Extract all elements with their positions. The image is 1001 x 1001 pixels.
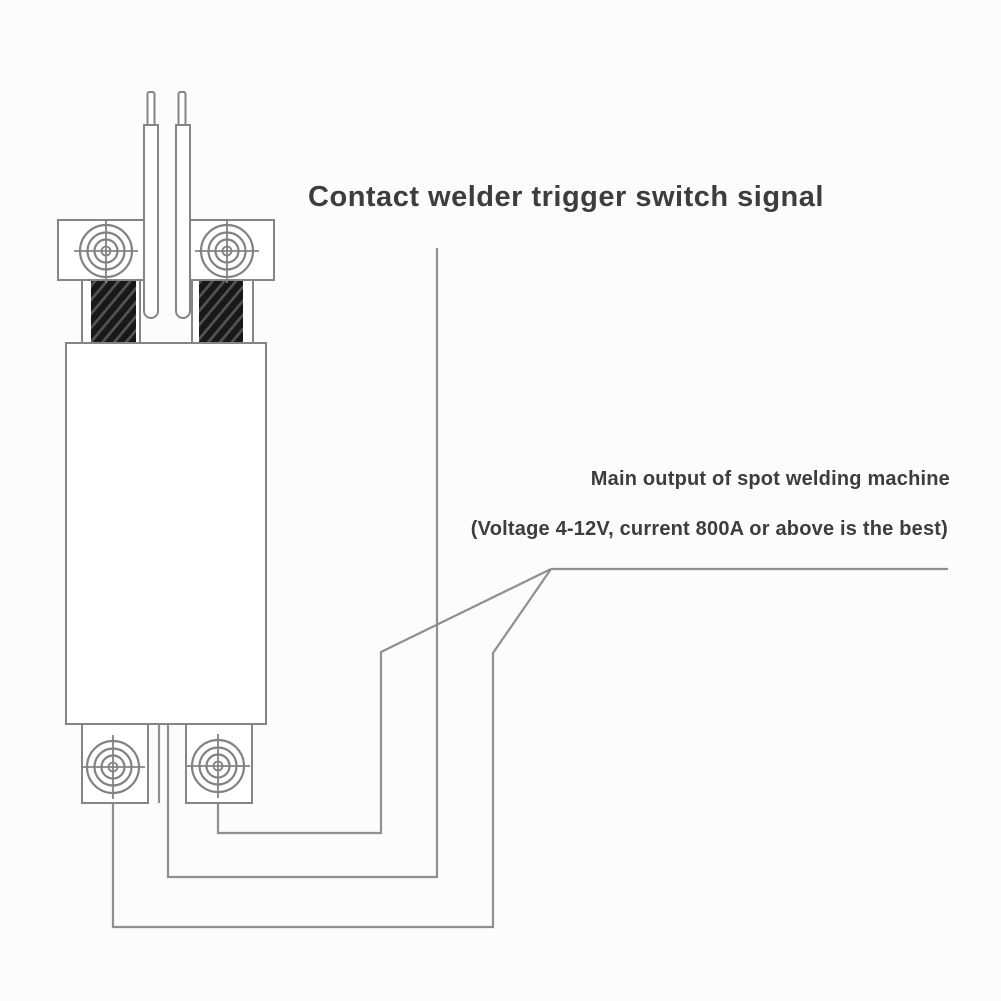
electrode-needle-right xyxy=(175,124,191,319)
trigger-signal-wire xyxy=(166,248,439,879)
title-trigger-switch-signal: Contact welder trigger switch signal xyxy=(308,181,824,213)
wiring-lines xyxy=(111,248,948,929)
needle-tip-right xyxy=(177,91,187,129)
output-wire-left-terminal xyxy=(111,568,552,929)
annotation-voltage-current: (Voltage 4-12V, current 800A or above is… xyxy=(470,518,948,540)
pen-body xyxy=(65,342,267,725)
needle-tip-left xyxy=(146,91,156,129)
top-clamp-left xyxy=(57,219,157,281)
braided-cable-right xyxy=(199,280,243,344)
annotation-main-output: Main output of spot welding machine xyxy=(590,468,950,490)
top-clamp-right xyxy=(177,219,275,281)
output-wire-right-terminal xyxy=(216,568,552,835)
electrode-needle-left xyxy=(143,124,159,319)
braided-cable-left xyxy=(91,280,136,344)
bottom-terminal-right xyxy=(185,723,253,804)
welding-pen xyxy=(57,91,275,804)
